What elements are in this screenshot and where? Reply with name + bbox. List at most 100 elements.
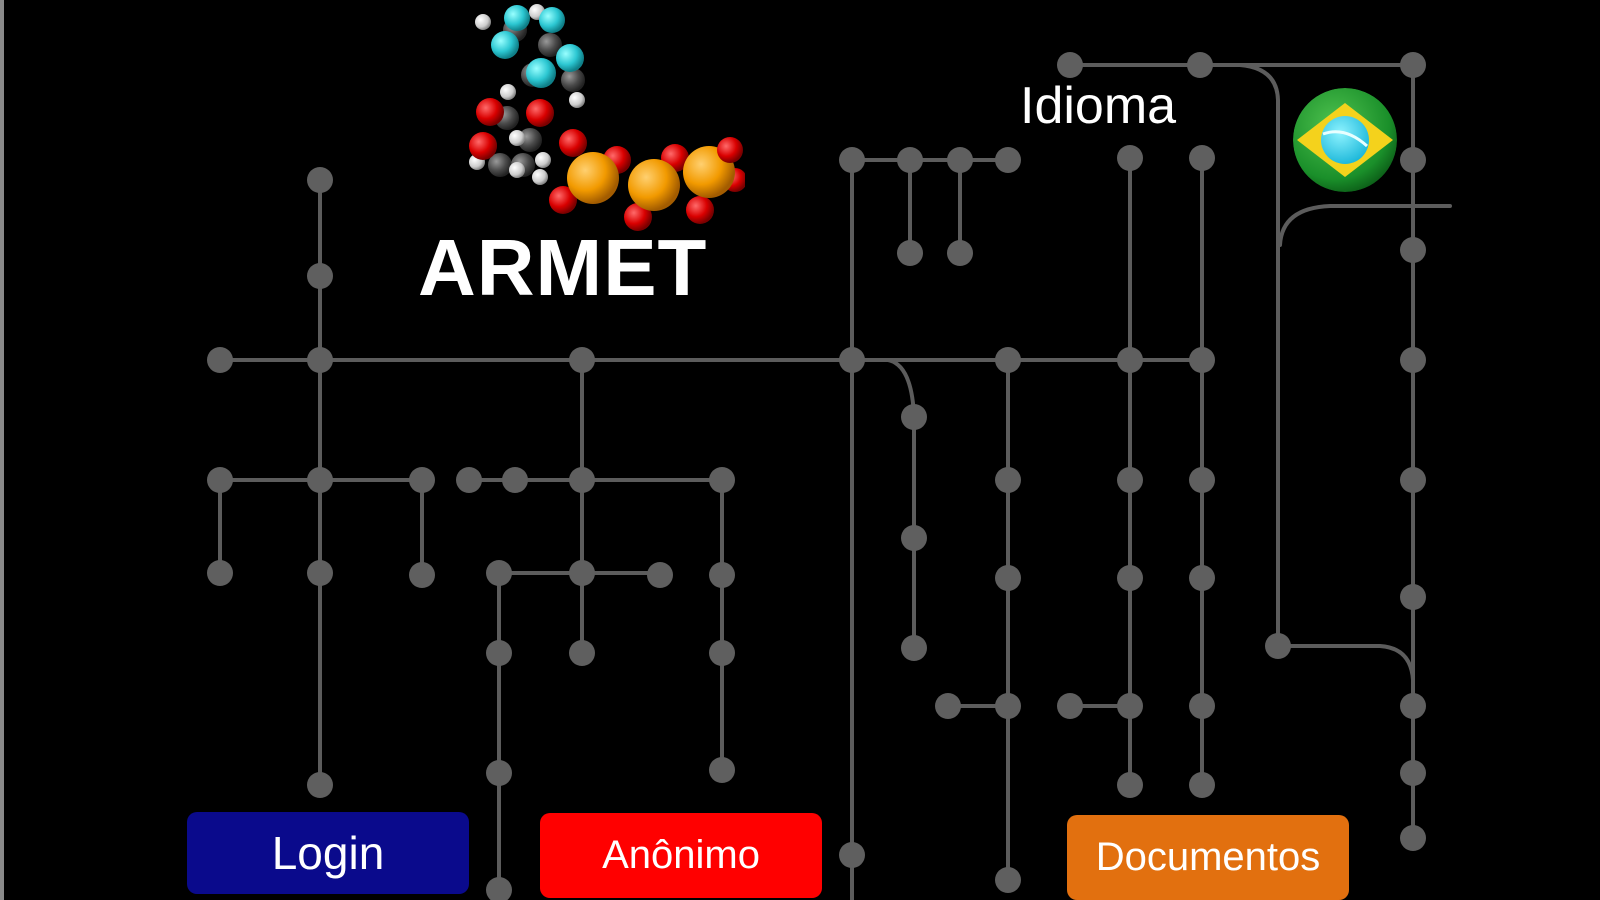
app-title: ARMET <box>418 223 708 312</box>
circuit-node <box>1400 52 1426 78</box>
circuit-node <box>1400 147 1426 173</box>
circuit-node <box>947 147 973 173</box>
circuit-node <box>307 772 333 798</box>
circuit-node <box>1117 467 1143 493</box>
circuit-node <box>409 562 435 588</box>
circuit-node <box>307 467 333 493</box>
atom <box>476 98 504 126</box>
atom <box>509 130 525 146</box>
circuit-node <box>1265 633 1291 659</box>
circuit-node <box>901 404 927 430</box>
circuit-node <box>1117 772 1143 798</box>
anonymous-button[interactable]: Anônimo <box>540 813 822 898</box>
circuit-node <box>709 757 735 783</box>
atom <box>532 169 548 185</box>
circuit-node <box>995 467 1021 493</box>
circuit-node <box>1189 772 1215 798</box>
language-label: Idioma <box>1020 77 1177 135</box>
circuit-node <box>207 467 233 493</box>
atom <box>491 31 519 59</box>
circuit-node <box>709 467 735 493</box>
atom <box>628 159 680 211</box>
atom <box>504 5 530 31</box>
atom <box>538 33 562 57</box>
atom <box>686 196 714 224</box>
circuit-node <box>1117 693 1143 719</box>
circuit-node <box>486 560 512 586</box>
atom <box>488 153 512 177</box>
circuit-node <box>1400 467 1426 493</box>
circuit-node <box>1189 347 1215 373</box>
atom <box>475 14 491 30</box>
circuit-node <box>1189 693 1215 719</box>
atom <box>518 128 542 152</box>
circuit-node <box>1400 584 1426 610</box>
atom <box>549 186 577 214</box>
circuit-node <box>839 147 865 173</box>
atom <box>469 132 497 160</box>
circuit-nodes <box>207 52 1426 900</box>
circuit-node <box>1400 347 1426 373</box>
circuit-node <box>897 240 923 266</box>
atom <box>526 99 554 127</box>
login-button[interactable]: Login <box>187 812 469 894</box>
brazil-flag-icon[interactable]: Português (Brasil) <box>1293 88 1397 192</box>
circuit-node <box>207 347 233 373</box>
circuit-node <box>935 693 961 719</box>
circuit-node <box>709 562 735 588</box>
atom <box>559 129 587 157</box>
circuit-node <box>486 760 512 786</box>
circuit-node <box>1400 825 1426 851</box>
circuit-node <box>486 640 512 666</box>
circuit-node <box>1400 693 1426 719</box>
circuit-node <box>569 640 595 666</box>
circuit-node <box>569 467 595 493</box>
atom <box>500 84 516 100</box>
circuit-node <box>1057 693 1083 719</box>
documents-button[interactable]: Documentos <box>1067 815 1349 900</box>
circuit-node <box>839 842 865 868</box>
atom <box>535 152 551 168</box>
atom <box>624 203 652 231</box>
molecule-logo-icon <box>469 4 745 231</box>
atom <box>569 92 585 108</box>
circuit-node <box>709 640 735 666</box>
circuit-node <box>995 147 1021 173</box>
circuit-node <box>995 867 1021 893</box>
circuit-node <box>569 347 595 373</box>
circuit-node <box>1187 52 1213 78</box>
circuit-node <box>207 560 233 586</box>
atom <box>561 68 585 92</box>
window-edge <box>0 0 4 900</box>
circuit-node <box>901 525 927 551</box>
circuit-node <box>995 347 1021 373</box>
circuit-node <box>1400 760 1426 786</box>
circuit-node <box>1189 467 1215 493</box>
atom <box>567 152 619 204</box>
circuit-node <box>647 562 673 588</box>
circuit-node <box>839 347 865 373</box>
atom <box>526 58 556 88</box>
circuit-node <box>947 240 973 266</box>
circuit-curve <box>1276 644 1415 682</box>
circuit-node <box>569 560 595 586</box>
atom <box>556 44 584 72</box>
circuit-node <box>307 347 333 373</box>
circuit-node <box>486 877 512 900</box>
circuit-node <box>1400 237 1426 263</box>
circuit-node <box>1189 565 1215 591</box>
circuit-node <box>409 467 435 493</box>
circuit-node <box>1117 565 1143 591</box>
circuit-node <box>897 147 923 173</box>
atom <box>509 162 525 178</box>
circuit-lines <box>218 63 1452 900</box>
circuit-node <box>995 693 1021 719</box>
circuit-node <box>1189 145 1215 171</box>
circuit-curve <box>1238 63 1280 647</box>
circuit-node <box>995 565 1021 591</box>
circuit-node <box>1057 52 1083 78</box>
circuit-curve <box>1278 204 1452 247</box>
circuit-node <box>456 467 482 493</box>
circuit-node <box>502 467 528 493</box>
